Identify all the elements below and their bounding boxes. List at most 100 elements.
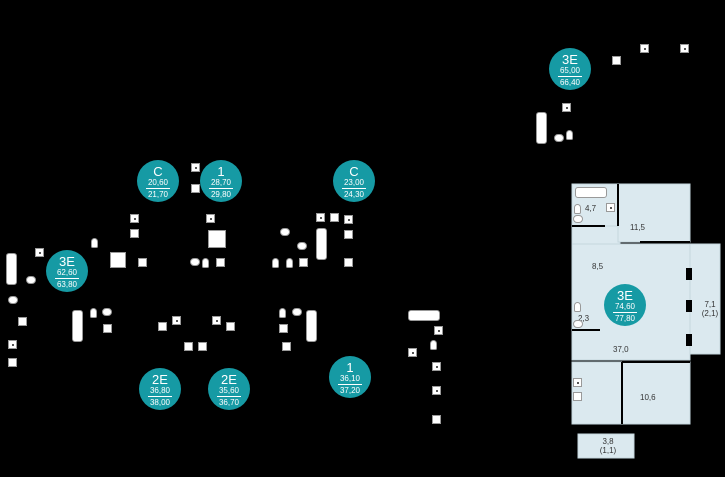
stove-icon bbox=[191, 163, 200, 172]
shower-icon bbox=[208, 230, 226, 248]
room-balcony bbox=[689, 243, 721, 355]
unit-divider bbox=[55, 278, 79, 279]
toilet-icon bbox=[574, 302, 581, 312]
sink-icon bbox=[573, 320, 583, 328]
room-label-hall: 8,5 bbox=[592, 262, 604, 271]
washer-icon bbox=[408, 348, 417, 357]
unit-area-alt: 21,70 bbox=[147, 190, 169, 199]
unit-divider bbox=[338, 384, 362, 385]
washer-icon bbox=[206, 214, 215, 223]
loggia-area: 3,8 bbox=[602, 437, 614, 446]
room-label-living: 37,0 bbox=[613, 345, 629, 354]
room-kitchen bbox=[617, 183, 691, 243]
unit-1-left[interactable]: 1 28,70 29,80 bbox=[200, 160, 242, 202]
cabinet-icon bbox=[216, 258, 225, 267]
unit-divider bbox=[613, 312, 637, 313]
cabinet-icon bbox=[103, 324, 112, 333]
plan-walls bbox=[572, 184, 690, 424]
window-mark bbox=[686, 268, 692, 280]
plan-fill bbox=[571, 183, 721, 459]
unit-area-alt: 66,40 bbox=[559, 78, 581, 87]
stove-icon bbox=[130, 214, 139, 223]
unit-rooms: 2E bbox=[152, 372, 168, 387]
washer-icon bbox=[562, 103, 571, 112]
cabinet-icon bbox=[612, 56, 621, 65]
unit-area-alt: 37,20 bbox=[339, 386, 361, 395]
cabinet-icon bbox=[130, 229, 139, 238]
washer-icon bbox=[606, 203, 615, 212]
toilet-icon bbox=[272, 258, 279, 268]
cabinet-icon bbox=[138, 258, 147, 267]
unit-area-alt: 63,80 bbox=[56, 280, 78, 289]
toilet-icon bbox=[202, 258, 209, 268]
toilet-icon bbox=[279, 308, 286, 318]
stove-icon bbox=[432, 362, 441, 371]
cabinet-icon bbox=[344, 230, 353, 239]
sink-cabinet-icon bbox=[573, 392, 582, 401]
unit-area-total: 62,60 bbox=[56, 268, 78, 277]
unit-rooms: 3E bbox=[59, 254, 75, 269]
unit-divider bbox=[209, 188, 233, 189]
cabinet-icon bbox=[344, 258, 353, 267]
stove-icon bbox=[316, 213, 325, 222]
shower-icon bbox=[110, 252, 126, 268]
room-loggia bbox=[577, 433, 635, 459]
balcony-area-alt: (2,1) bbox=[701, 309, 719, 318]
sink-icon bbox=[190, 258, 200, 266]
sink-icon bbox=[573, 215, 583, 223]
unit-divider bbox=[146, 188, 170, 189]
toilet-icon bbox=[91, 238, 98, 248]
unit-2e-b[interactable]: 2E 35,60 36,70 bbox=[208, 368, 250, 410]
unit-rooms: C bbox=[349, 164, 359, 179]
stove-icon bbox=[172, 316, 181, 325]
unit-c-right[interactable]: C 23,00 24,30 bbox=[333, 160, 375, 202]
unit-1-bottom[interactable]: 1 36,10 37,20 bbox=[329, 356, 371, 398]
room-label-balcony: 7,1 (2,1) bbox=[700, 300, 720, 318]
bathtub-icon bbox=[6, 253, 17, 285]
toilet-icon bbox=[574, 204, 581, 214]
bathtub-icon bbox=[536, 112, 547, 144]
stove-icon bbox=[434, 326, 443, 335]
stove-icon bbox=[35, 248, 44, 257]
stove-icon bbox=[8, 340, 17, 349]
unit-area-alt: 24,30 bbox=[343, 190, 365, 199]
cabinet-icon bbox=[18, 317, 27, 326]
loggia-area-alt: (1,1) bbox=[599, 446, 617, 455]
bathtub-icon bbox=[306, 310, 317, 342]
bathtub-icon bbox=[316, 228, 327, 260]
cabinet-icon bbox=[279, 324, 288, 333]
unit-rooms: 1 bbox=[217, 164, 225, 179]
cabinet-icon bbox=[330, 213, 339, 222]
unit-2e-a[interactable]: 2E 36,80 38,00 bbox=[139, 368, 181, 410]
unit-3e-left[interactable]: 3E 62,60 63,80 bbox=[46, 250, 88, 292]
plan-window-marks bbox=[686, 268, 692, 346]
sink-icon bbox=[554, 134, 564, 142]
sink-icon bbox=[26, 276, 36, 284]
unit-area-total: 35,60 bbox=[218, 386, 240, 395]
cabinet-icon bbox=[184, 342, 193, 351]
washer-icon bbox=[344, 215, 353, 224]
room-label-bath: 4,7 bbox=[585, 204, 597, 213]
unit-divider bbox=[148, 396, 172, 397]
unit-3e-top[interactable]: 3E 65,00 66,40 bbox=[549, 48, 591, 90]
stove-icon bbox=[680, 44, 689, 53]
cabinet-icon bbox=[198, 342, 207, 351]
unit-divider bbox=[217, 396, 241, 397]
cabinet-icon bbox=[158, 322, 167, 331]
unit-c-left[interactable]: C 20,60 21,70 bbox=[137, 160, 179, 202]
unit-area-alt: 36,70 bbox=[218, 398, 240, 407]
unit-area-total: 65,00 bbox=[559, 66, 581, 75]
cabinet-icon bbox=[432, 415, 441, 424]
unit-rooms: 2E bbox=[221, 372, 237, 387]
unit-area-total: 36,80 bbox=[149, 386, 171, 395]
room-label-loggia: 3,8 (1,1) bbox=[596, 437, 620, 455]
window-mark bbox=[686, 300, 692, 312]
sink-icon bbox=[280, 228, 290, 236]
unit-divider bbox=[342, 188, 366, 189]
unit-divider bbox=[558, 76, 582, 77]
toilet-icon bbox=[90, 308, 97, 318]
unit-3e-plan[interactable]: 3E 74,60 77,80 bbox=[604, 284, 646, 326]
cabinet-icon bbox=[226, 322, 235, 331]
unit-area-total: 74,60 bbox=[614, 302, 636, 311]
